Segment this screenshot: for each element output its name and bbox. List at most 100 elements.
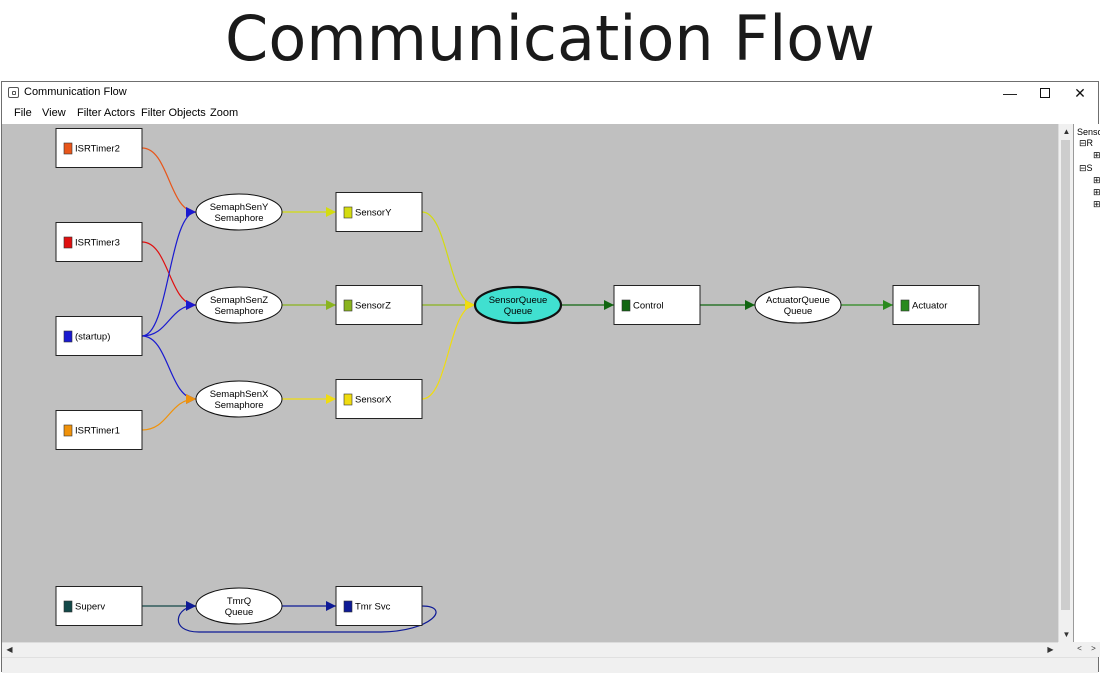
actor-color-swatch bbox=[343, 206, 353, 219]
tree-toggle-icon[interactable]: ⊟ bbox=[1079, 163, 1087, 173]
actor-label: SensorZ bbox=[355, 301, 391, 312]
actor-node-isrtimer2[interactable]: ISRTimer2 bbox=[55, 128, 143, 168]
menu-filter-objects[interactable]: Filter Objects bbox=[141, 107, 206, 119]
actor-color-swatch bbox=[343, 393, 353, 406]
app-icon bbox=[8, 87, 19, 98]
tree-node-5[interactable]: ⊞ bbox=[1093, 199, 1100, 210]
edge-arrowhead-8 bbox=[326, 394, 336, 404]
actor-label: Control bbox=[633, 301, 664, 312]
object-name: ActuatorQueue bbox=[766, 295, 830, 306]
maximize-button[interactable] bbox=[1027, 82, 1063, 104]
actor-label: SensorX bbox=[355, 395, 392, 406]
tree-scroll-right-icon[interactable]: > bbox=[1091, 644, 1096, 653]
edge-arrowhead-6 bbox=[326, 207, 336, 217]
actor-label: ISRTimer1 bbox=[75, 426, 120, 437]
tree-toggle-icon[interactable]: ⊞ bbox=[1093, 150, 1100, 160]
actor-node-sensorz[interactable]: SensorZ bbox=[335, 285, 423, 325]
actor-color-swatch bbox=[63, 142, 73, 155]
actor-node-isrtimer3[interactable]: ISRTimer3 bbox=[55, 222, 143, 262]
tree-node-0[interactable]: ⊟R bbox=[1079, 138, 1093, 149]
actor-node-actuator[interactable]: Actuator bbox=[892, 285, 980, 325]
actor-label: Actuator bbox=[912, 301, 947, 312]
menu-zoom[interactable]: Zoom bbox=[210, 107, 239, 119]
tree-node-4[interactable]: ⊞ bbox=[1093, 187, 1100, 198]
actor-color-swatch bbox=[63, 424, 73, 437]
minimize-button[interactable]: — bbox=[1003, 85, 1017, 101]
actor-node-isrtimer1[interactable]: ISRTimer1 bbox=[55, 410, 143, 450]
actor-color-swatch bbox=[343, 600, 353, 613]
tree-node-label: S bbox=[1086, 163, 1093, 173]
edge-arrowhead-16 bbox=[326, 601, 336, 611]
edge-arrowhead-11 bbox=[465, 300, 475, 310]
tree-toggle-icon[interactable]: ⊞ bbox=[1093, 187, 1100, 197]
scroll-left-icon[interactable]: ◀ bbox=[6, 645, 13, 654]
horizontal-scrollbar[interactable]: ◀ ▶ bbox=[2, 642, 1058, 657]
menu-file[interactable]: File bbox=[14, 107, 32, 119]
object-name: SensorQueue bbox=[489, 295, 548, 306]
menu-view[interactable]: View bbox=[42, 107, 66, 119]
object-name: SemaphSenZ bbox=[210, 295, 268, 306]
actor-node-sensorx[interactable]: SensorX bbox=[335, 379, 423, 419]
edge-startup-semsy bbox=[141, 211, 197, 337]
menu-filter-actors[interactable]: Filter Actors bbox=[77, 107, 136, 119]
actor-color-swatch bbox=[63, 236, 73, 249]
tree-node-label: R bbox=[1086, 138, 1094, 148]
edge-arrowhead-12 bbox=[604, 300, 614, 310]
object-name: TmrQ bbox=[227, 596, 251, 607]
actor-label: ISRTimer2 bbox=[75, 144, 120, 155]
object-ellipse bbox=[195, 193, 283, 231]
object-kind: Queue bbox=[225, 607, 254, 618]
scroll-up-icon[interactable]: ▲ bbox=[1062, 127, 1071, 136]
edge-arrowhead-2 bbox=[186, 207, 196, 217]
actor-node-control[interactable]: Control bbox=[613, 285, 701, 325]
object-name: SemaphSenX bbox=[210, 389, 269, 400]
scroll-thumb[interactable] bbox=[1061, 140, 1070, 610]
scroll-right-icon[interactable]: ▶ bbox=[1047, 645, 1054, 654]
tree-toggle-icon[interactable]: ⊞ bbox=[1093, 199, 1100, 209]
edge-sensory-sensorqueue bbox=[421, 211, 476, 306]
tree-node-2[interactable]: ⊟S bbox=[1079, 163, 1093, 174]
actor-color-swatch bbox=[900, 299, 910, 312]
app-window: Communication Flow — ✕ File View Filter … bbox=[1, 81, 1100, 673]
title-bar[interactable]: Communication Flow — ✕ bbox=[2, 82, 1098, 104]
edge-startup-semsx bbox=[141, 335, 197, 400]
actor-node-sensory[interactable]: SensorY bbox=[335, 192, 423, 232]
object-tree-panel[interactable]: Senso ⊟R ⊞ ⊟S ⊞ ⊞ ⊞ bbox=[1073, 124, 1100, 642]
vertical-scrollbar[interactable]: ▲ ▼ bbox=[1058, 124, 1073, 642]
actor-node-startup[interactable]: (startup) bbox=[55, 316, 143, 356]
object-kind: Queue bbox=[784, 306, 813, 317]
actor-node-tmrsvc[interactable]: Tmr Svc bbox=[335, 586, 423, 626]
close-button[interactable]: ✕ bbox=[1074, 85, 1086, 101]
tree-toggle-icon[interactable]: ⊞ bbox=[1093, 175, 1100, 185]
tree-toggle-icon[interactable]: ⊟ bbox=[1079, 138, 1087, 148]
object-kind: Queue bbox=[504, 306, 533, 317]
tree-horizontal-scrollbar[interactable]: < > bbox=[1073, 642, 1100, 657]
tree-node-1[interactable]: ⊞ bbox=[1093, 150, 1100, 161]
edge-arrowhead-14 bbox=[883, 300, 893, 310]
slide-title: Communication Flow bbox=[225, 2, 875, 75]
scroll-down-icon[interactable]: ▼ bbox=[1062, 630, 1071, 639]
edge-arrowhead-3 bbox=[186, 300, 196, 310]
object-kind: Semaphore bbox=[214, 213, 263, 224]
edge-arrowhead-13 bbox=[745, 300, 755, 310]
object-ellipse bbox=[195, 587, 283, 625]
edge-arrowhead-5 bbox=[186, 394, 196, 404]
edge-arrowhead-17 bbox=[186, 601, 196, 611]
object-ellipse bbox=[754, 286, 842, 324]
maximize-icon bbox=[1040, 88, 1050, 99]
actor-node-superv[interactable]: Superv bbox=[55, 586, 143, 626]
status-bar bbox=[2, 657, 1098, 673]
tree-scroll-left-icon[interactable]: < bbox=[1077, 644, 1082, 653]
object-kind: Semaphore bbox=[214, 400, 263, 411]
tree-node-3[interactable]: ⊞ bbox=[1093, 175, 1100, 186]
edge-arrowhead-7 bbox=[326, 300, 336, 310]
